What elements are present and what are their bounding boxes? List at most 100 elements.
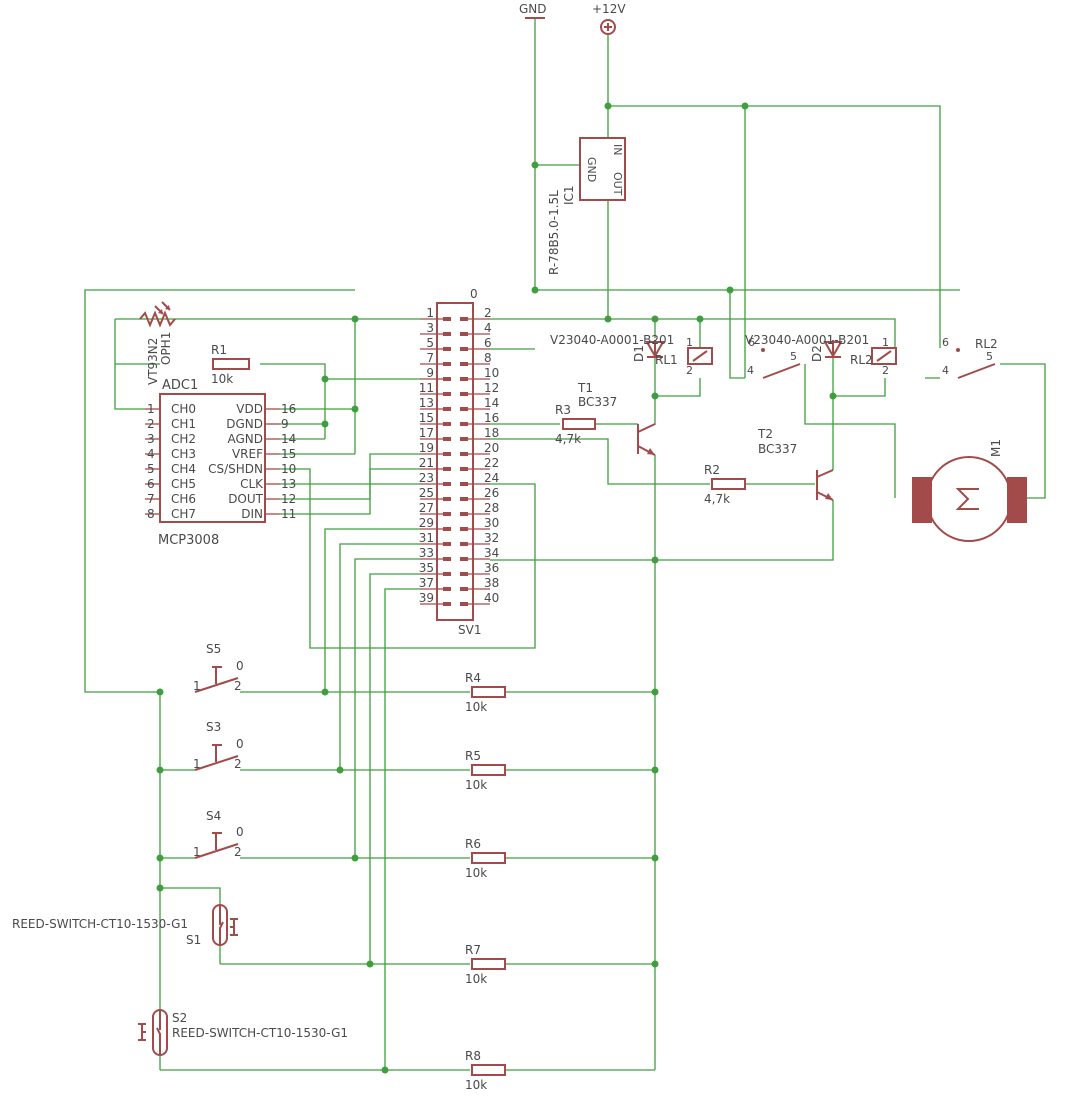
r8-name: R8 bbox=[465, 1049, 481, 1063]
adc-right-pin-num: 16 bbox=[281, 402, 296, 416]
adc-left-pin-num: 3 bbox=[147, 432, 155, 446]
r2-name: R2 bbox=[704, 463, 720, 477]
header-pin-right-label: 2 bbox=[484, 306, 492, 320]
header-value: 0 bbox=[470, 287, 478, 301]
header-pin-left-label: 33 bbox=[419, 546, 434, 560]
resistor-r1: R1 10k bbox=[211, 343, 250, 386]
s2-value: REED-SWITCH-CT10-1530-G1 bbox=[172, 1026, 348, 1040]
adc-right-pin-label: CLK bbox=[240, 477, 264, 491]
rl1-pin4: 4 bbox=[747, 364, 754, 377]
rl2-name: RL2 bbox=[850, 353, 873, 367]
header-pin-right-label: 30 bbox=[484, 516, 499, 530]
header-pin-right-label: 6 bbox=[484, 336, 492, 350]
rl2-value: V23040-A0001-B201 bbox=[745, 333, 869, 347]
header-pin-left-label: 23 bbox=[419, 471, 434, 485]
reed-switch-s2: S2 REED-SWITCH-CT10-1530-G1 bbox=[138, 1009, 348, 1056]
adc-right-pin-label: DOUT bbox=[228, 492, 263, 506]
header-pin-right-pad bbox=[460, 557, 468, 561]
header-pin-right-pad bbox=[460, 437, 468, 441]
resistor-r8: R8 10k bbox=[465, 1049, 506, 1092]
header-pin-right-label: 20 bbox=[484, 441, 499, 455]
header-pin-right-label: 40 bbox=[484, 591, 499, 605]
header-pin-left-pad bbox=[443, 557, 451, 561]
adc-right-pin-label: VREF bbox=[232, 447, 263, 461]
header-pin-right-label: 34 bbox=[484, 546, 499, 560]
header-pin-right-label: 12 bbox=[484, 381, 499, 395]
junction-dots bbox=[156, 102, 837, 1074]
s5-pin1: 1 bbox=[193, 679, 201, 693]
header-pin-left-pad bbox=[443, 572, 451, 576]
resistor-r2: R2 4,7k bbox=[704, 463, 746, 506]
header-pin-left-label: 31 bbox=[419, 531, 434, 545]
d1-name: D1 bbox=[632, 345, 646, 362]
header-pin-left-label: 3 bbox=[426, 321, 434, 335]
motor-name: M1 bbox=[989, 439, 1003, 457]
header-pin-left-label: 27 bbox=[419, 501, 434, 515]
adc-right-pin-label: DGND bbox=[226, 417, 263, 431]
header-pin-left-pad bbox=[443, 437, 451, 441]
gnd-label: GND bbox=[519, 2, 547, 16]
adc-right-pin-label: AGND bbox=[227, 432, 263, 446]
s3-pin1: 1 bbox=[193, 757, 201, 771]
ic1-regulator: GND IN OUT IC1 R-78B5.0-1.5L bbox=[547, 137, 626, 275]
header-pin-left-pad bbox=[443, 497, 451, 501]
header-pin-right-pad bbox=[460, 527, 468, 531]
s2-name: S2 bbox=[172, 1011, 187, 1025]
header-pin-right-label: 24 bbox=[484, 471, 499, 485]
header-pin-left-label: 7 bbox=[426, 351, 434, 365]
header-sv1: 0 SV1 1357911131517192123252729313335373… bbox=[419, 287, 500, 637]
s4-name: S4 bbox=[206, 809, 221, 823]
ic1-pin-gnd: GND bbox=[585, 157, 598, 182]
relay-rl1: 1 2 RL1 V23040-A0001-B201 4 5 6 bbox=[550, 333, 801, 379]
t1-value: BC337 bbox=[578, 395, 617, 409]
rl2-pin1: 1 bbox=[882, 336, 889, 349]
header-pin-right-pad bbox=[460, 377, 468, 381]
header-pin-left-pad bbox=[443, 362, 451, 366]
header-pin-left-pad bbox=[443, 422, 451, 426]
adc-left-pin-num: 1 bbox=[147, 402, 155, 416]
adc-left-pin-num: 2 bbox=[147, 417, 155, 431]
d2-name: D2 bbox=[810, 345, 824, 362]
header-pin-left-pad bbox=[443, 317, 451, 321]
header-pin-right-pad bbox=[460, 467, 468, 471]
r7-value: 10k bbox=[465, 972, 487, 986]
adc-right-pin-label: VDD bbox=[236, 402, 263, 416]
r4-value: 10k bbox=[465, 700, 487, 714]
vcc-label: +12V bbox=[592, 2, 626, 16]
header-pin-left-pad bbox=[443, 347, 451, 351]
header-pin-left-label: 37 bbox=[419, 576, 434, 590]
r1-name: R1 bbox=[211, 343, 227, 357]
header-pin-left-label: 11 bbox=[419, 381, 434, 395]
ic1-pin-out: OUT bbox=[611, 172, 624, 196]
header-pin-right-label: 36 bbox=[484, 561, 499, 575]
resistor-r4: R4 10k bbox=[465, 671, 506, 714]
rl2-pin5: 5 bbox=[986, 350, 993, 363]
header-pin-left-pad bbox=[443, 482, 451, 486]
header-pin-left-pad bbox=[443, 377, 451, 381]
header-pin-right-pad bbox=[460, 587, 468, 591]
rl2-label: RL2 bbox=[975, 337, 998, 351]
header-pin-right-pad bbox=[460, 452, 468, 456]
r5-name: R5 bbox=[465, 749, 481, 763]
gnd-symbol: GND bbox=[519, 2, 547, 19]
adc-right-pin-num: 11 bbox=[281, 507, 296, 521]
header-pin-left-pad bbox=[443, 602, 451, 606]
s3-name: S3 bbox=[206, 720, 221, 734]
adc-right-pin-num: 13 bbox=[281, 477, 296, 491]
oph1-value: VT93N2 bbox=[146, 338, 160, 385]
rl1-value: V23040-A0001-B201 bbox=[550, 333, 674, 347]
resistor-r7: R7 10k bbox=[465, 943, 506, 986]
s4-pin0: 0 bbox=[236, 825, 244, 839]
wires bbox=[84, 18, 1046, 1071]
rl1-pin5: 5 bbox=[790, 350, 797, 363]
header-pin-right-pad bbox=[460, 407, 468, 411]
r3-value: 4,7k bbox=[555, 432, 581, 446]
header-pin-right-pad bbox=[460, 332, 468, 336]
reed-switch-s1: REED-SWITCH-CT10-1530-G1 S1 bbox=[12, 904, 238, 947]
header-pin-left-label: 35 bbox=[419, 561, 434, 575]
adc-value: MCP3008 bbox=[158, 533, 219, 548]
r4-name: R4 bbox=[465, 671, 481, 685]
header-pin-right-pad bbox=[460, 347, 468, 351]
